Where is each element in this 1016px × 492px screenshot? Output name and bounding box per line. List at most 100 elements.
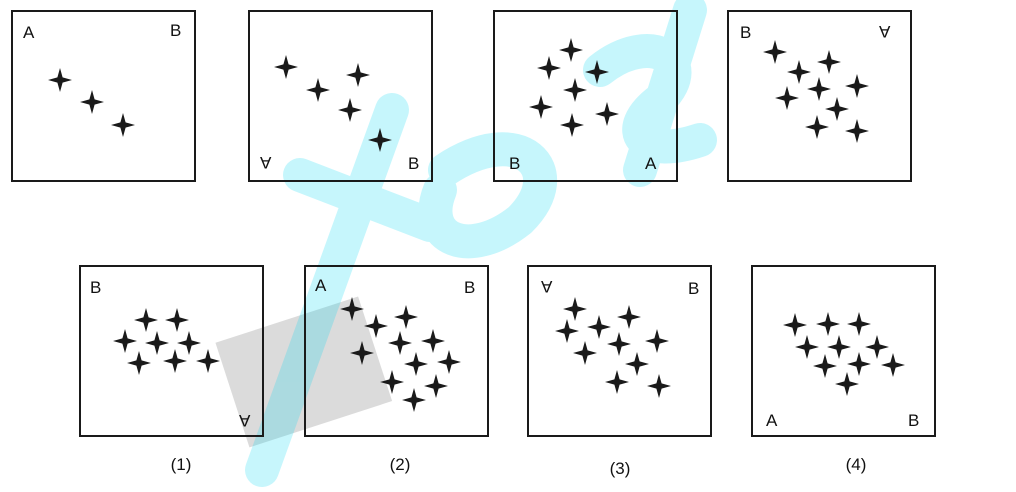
star-mark [529,95,553,119]
star-mark [424,374,448,398]
option-label-1: (1) [170,455,192,474]
option-figure-4[interactable]: A B [751,265,936,437]
star-mark [587,315,611,339]
star-mark [645,329,669,353]
star-mark [847,312,871,336]
star-mark [795,335,819,359]
star-mark [813,354,837,378]
star-mark [647,374,671,398]
star-mark [835,372,859,396]
star-mark [595,102,619,126]
star-mark [607,332,631,356]
star-group [783,312,905,396]
star-mark [845,74,869,98]
star-mark [145,331,169,355]
star-mark [338,98,362,122]
corner-label: A [766,411,778,430]
corner-label: A [23,23,35,42]
corner-label: B [908,411,920,430]
star-mark [585,60,609,84]
star-mark [605,370,629,394]
star-mark [845,119,869,143]
star-mark [563,297,587,321]
star-mark [350,341,374,365]
star-mark [368,128,392,152]
corner-label: B [90,278,102,297]
question-figure-4: B A [727,10,912,182]
star-group [274,55,392,152]
option-figure-2[interactable]: A B [304,265,489,437]
star-mark [537,56,561,80]
corner-label: B [170,21,182,40]
star-mark [196,349,220,373]
star-mark [394,305,418,329]
option-label-4: (4) [845,455,867,474]
corner-label: A [315,276,327,295]
star-mark [404,352,428,376]
star-mark [573,341,597,365]
star-mark [805,115,829,139]
star-group [48,68,135,137]
star-mark [421,329,445,353]
star-mark [881,353,905,377]
option-figure-3[interactable]: A B [527,265,712,437]
star-mark [48,68,72,92]
star-mark [402,388,426,412]
star-mark [827,335,851,359]
corner-label: B [408,154,420,173]
question-figure-1: A B [11,10,196,182]
star-mark [346,63,370,87]
question-figure-2: A B [248,10,433,182]
star-mark [80,90,104,114]
star-mark [563,78,587,102]
star-mark [787,60,811,84]
star-mark [783,313,807,337]
star-mark [617,305,641,329]
star-mark [763,40,787,64]
corner-label: B [509,154,521,173]
star-mark [113,329,137,353]
corner-label: B [464,278,476,297]
watermark-text-shape [245,0,717,487]
star-mark [388,331,412,355]
star-group [555,297,671,398]
star-mark [380,370,404,394]
corner-label: A [645,154,657,173]
star-mark [560,113,584,137]
star-mark [825,97,849,121]
star-mark [625,352,649,376]
star-mark [306,78,330,102]
star-mark [865,335,889,359]
star-mark [817,50,841,74]
corner-label-flipped: A [879,22,891,41]
option-label-2: (2) [389,455,411,474]
question-figure-3: B A [493,10,678,182]
star-group [340,297,461,412]
corner-label-flipped: A [239,411,251,430]
star-mark [165,308,189,332]
watermark-shadow-shape [215,296,393,448]
star-mark [134,308,158,332]
star-mark [807,77,831,101]
star-mark [437,350,461,374]
star-mark [364,314,388,338]
star-mark [163,349,187,373]
star-mark [816,312,840,336]
star-mark [340,297,364,321]
star-mark [559,38,583,62]
star-group [113,308,220,375]
corner-label-flipped: A [260,153,272,172]
star-mark [847,352,871,376]
option-figure-1[interactable]: B A [79,265,264,437]
corner-label-flipped: A [541,277,553,296]
star-mark [555,319,579,343]
star-mark [274,55,298,79]
star-mark [111,113,135,137]
star-mark [177,331,201,355]
option-label-3: (3) [609,459,631,478]
corner-label: B [688,279,700,298]
star-mark [775,86,799,110]
star-mark [127,351,151,375]
corner-label: B [740,23,752,42]
